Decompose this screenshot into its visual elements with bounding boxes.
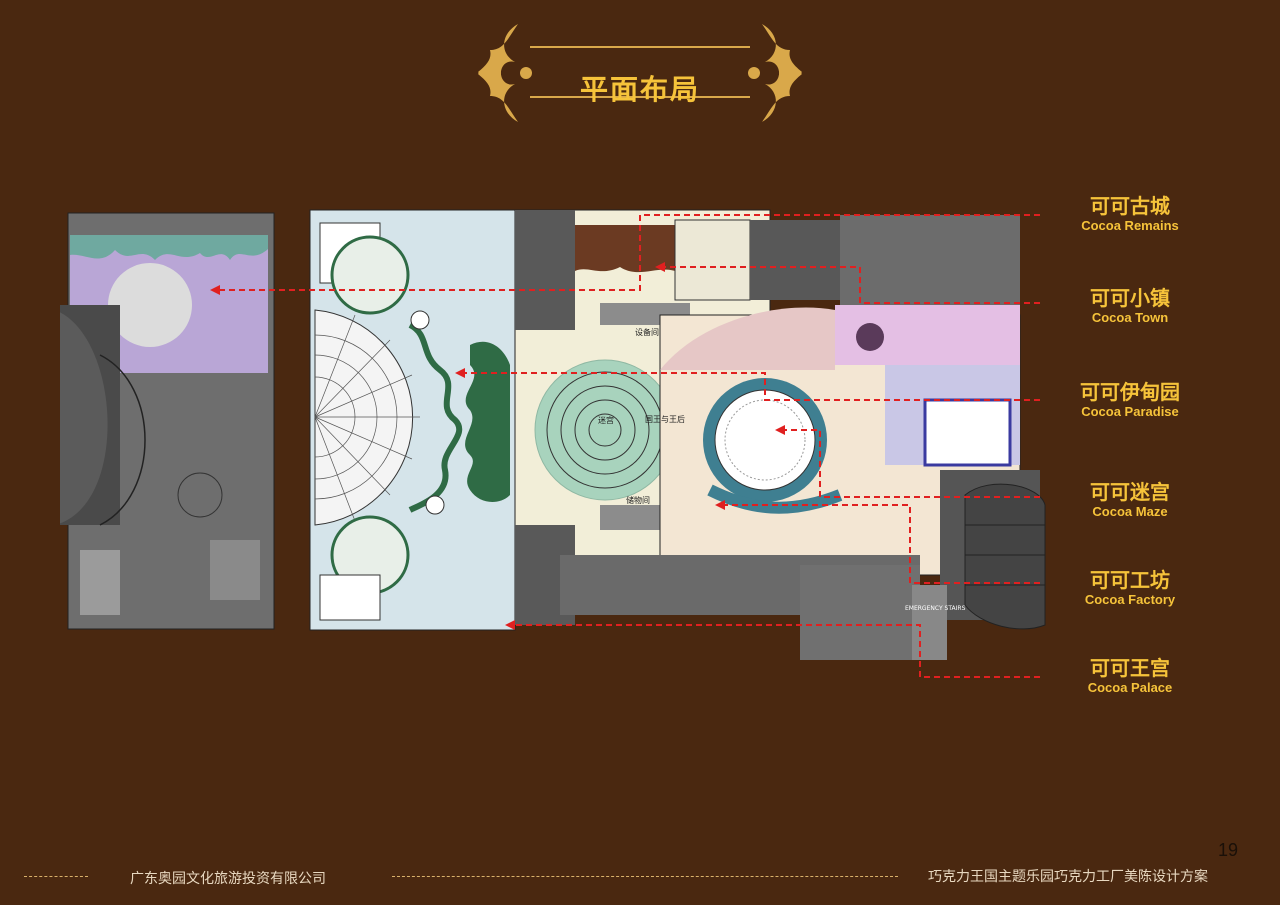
footer-company: 广东奥园文化旅游投资有限公司 (130, 871, 326, 887)
storage-label: 储物间 (626, 495, 650, 505)
stairs-label: EMERGENCY STAIRS (905, 605, 966, 612)
page-title: 平面布局 (579, 73, 700, 106)
dome-hall (309, 209, 516, 631)
king-queen-label: 国王与王后 (645, 414, 685, 424)
legend-cocoa-factory: 可可工坊 Cocoa Factory (1084, 568, 1176, 607)
legend-cocoa-town: 可可小镇 Cocoa Town (1090, 286, 1170, 325)
footer-divider-middle (392, 876, 898, 877)
title-ornament: 平面布局 (470, 14, 810, 132)
legend-cocoa-palace: 可可王宫 Cocoa Palace (1087, 656, 1173, 695)
left-building (60, 212, 275, 630)
footer-project: 巧克力王国主题乐园巧克力工厂美陈设计方案 (928, 869, 1208, 885)
legend-cocoa-remains: 可可古城 Cocoa Remains (1081, 194, 1179, 233)
legend-cocoa-paradise: 可可伊甸园 Cocoa Paradise (1080, 380, 1180, 419)
floor-plan: 迷宫 储物间 设备间 国王与王后 (60, 209, 1046, 678)
route-arrows (210, 262, 785, 630)
equipment-label: 设备间 (635, 327, 659, 337)
footer-divider-left (24, 876, 88, 877)
maze-label: 迷宫 (598, 415, 614, 425)
title-rule-top (530, 46, 750, 48)
right-area: 国王与王后 EMERGENCY STAIRS (560, 215, 1046, 660)
ornament-icon (478, 24, 802, 122)
title-rule-bottom (530, 96, 750, 98)
page-number: 19 (1218, 840, 1239, 860)
legend-cocoa-maze: 可可迷宫 Cocoa Maze (1090, 480, 1170, 519)
route-lines (215, 214, 1040, 678)
